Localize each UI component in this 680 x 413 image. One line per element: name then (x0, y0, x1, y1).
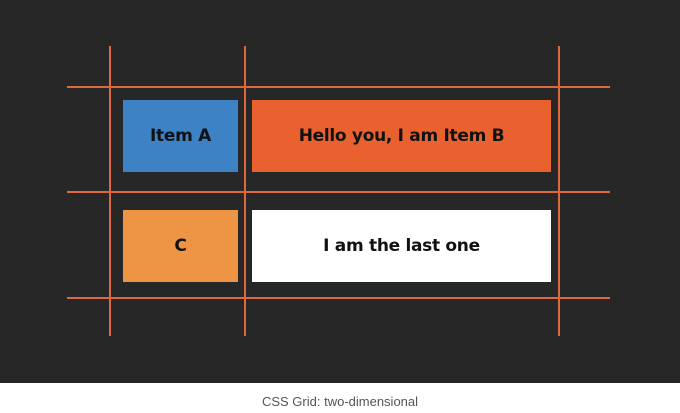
grid-item-c: C (123, 210, 238, 282)
grid-item-b-label: Hello you, I am Item B (298, 126, 505, 146)
grid-item-a-label: Item A (150, 126, 211, 146)
grid-diagram: Item A Hello you, I am Item B C I am the… (0, 0, 680, 383)
grid-line-row-2 (67, 191, 610, 193)
figure-caption: CSS Grid: two-dimensional (261, 394, 419, 409)
grid-item-a: Item A (123, 100, 238, 172)
grid-line-row-3 (67, 297, 610, 299)
grid-line-row-1 (67, 86, 610, 88)
grid-item-c-label: C (174, 236, 187, 256)
grid-item-d: I am the last one (252, 210, 551, 282)
grid-item-d-label: I am the last one (323, 236, 480, 256)
grid-item-b: Hello you, I am Item B (252, 100, 551, 172)
